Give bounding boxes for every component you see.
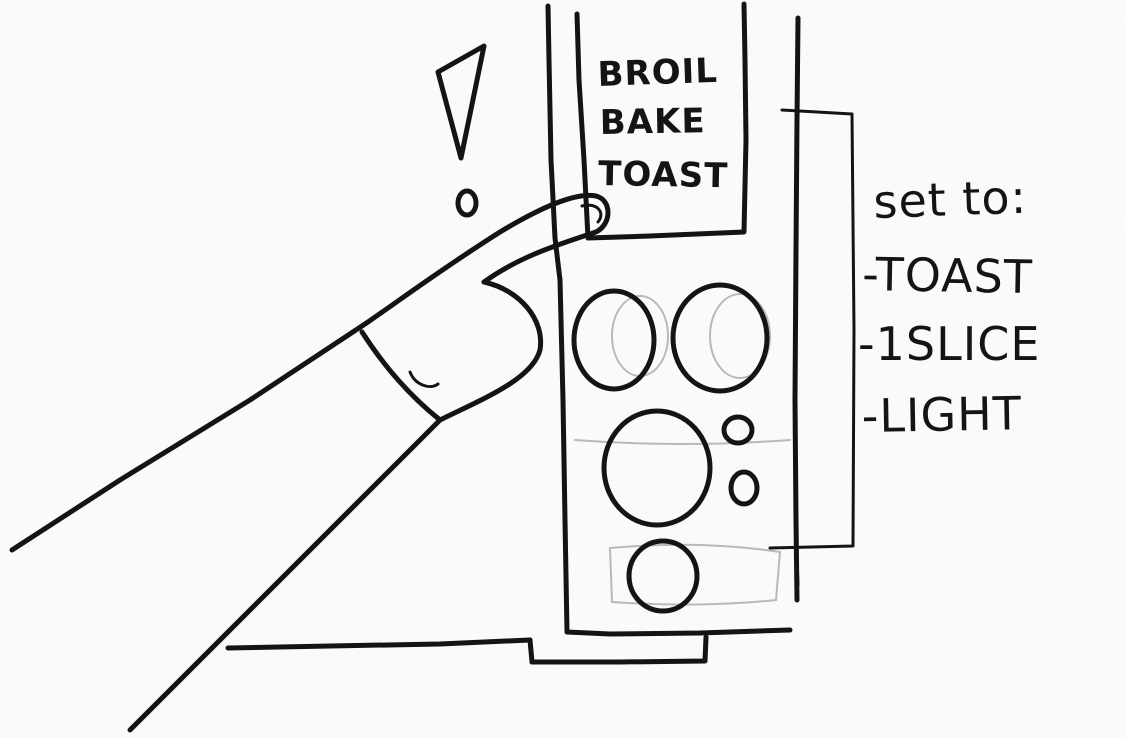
dial-label-broil: BROIL [597,51,719,95]
dial-label-toast: TOAST [598,154,729,196]
instructions-heading: set to: [872,170,1027,229]
instruction-step-light: -LIGHT [861,386,1022,443]
dial-label-bake: BAKE [599,101,705,143]
instruction-step-toast: -TOAST [862,247,1034,304]
instruction-step-slice: -1SLICE [858,317,1040,371]
